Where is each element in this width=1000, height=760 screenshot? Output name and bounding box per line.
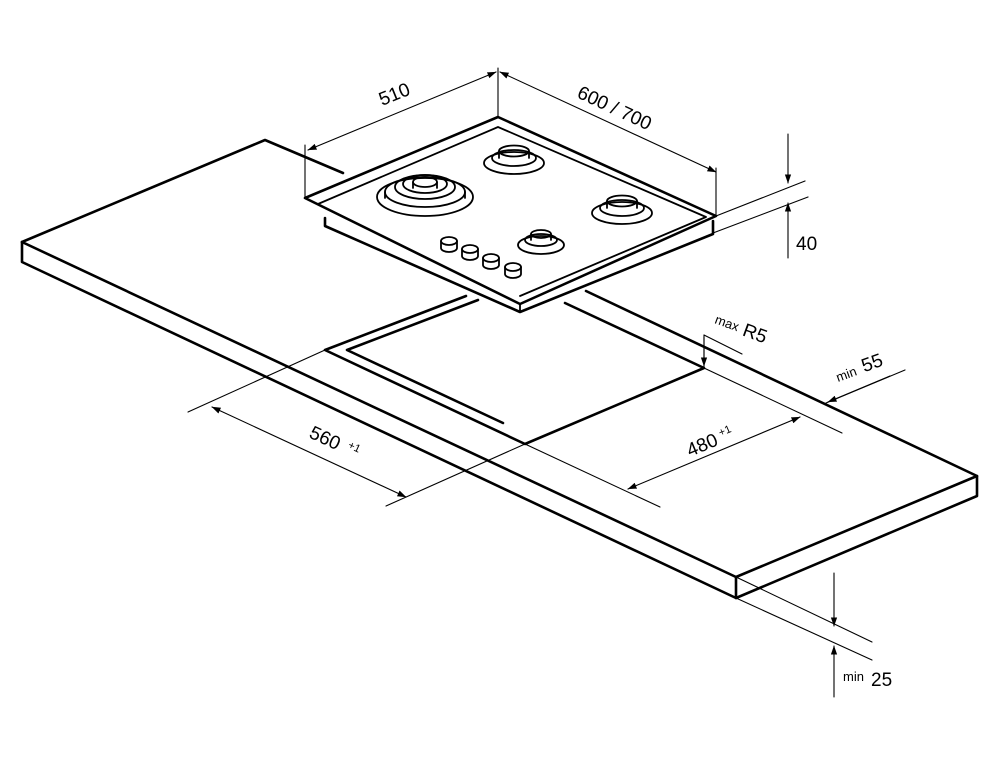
label-min-wall: min: [843, 669, 864, 684]
label-480-value: 480: [684, 430, 721, 462]
front-burner-icon: [517, 229, 565, 255]
label-480-tol: +1: [717, 423, 733, 439]
knob-1-icon: [440, 236, 458, 253]
control-knob-icons: [440, 236, 522, 279]
cutout-outline: [323, 294, 706, 446]
label-min: min: [834, 364, 859, 385]
label-max: max: [713, 312, 742, 335]
knob-2-icon: [461, 244, 479, 261]
label-510: 510: [376, 79, 413, 110]
label-min-25: min 25: [843, 669, 892, 691]
label-40: 40: [796, 234, 817, 255]
wok-burner-icon: [376, 174, 474, 217]
label-55: 55: [859, 350, 886, 377]
cutout: [323, 294, 706, 446]
label-600-700: 600 / 700: [574, 82, 655, 135]
knob-4-icon: [504, 262, 522, 279]
label-25: 25: [871, 670, 892, 691]
label-480: 480 +1: [684, 423, 733, 462]
dimension-lines: [187, 67, 906, 698]
knob-3-icon: [482, 253, 500, 270]
label-560: 560 +1: [306, 422, 362, 455]
cutout-inner-edge: [345, 298, 505, 425]
label-max-r5: max R5: [713, 312, 770, 348]
right-burner-icon: [591, 194, 653, 225]
label-r5: R5: [740, 320, 770, 348]
label-560-tol: +1: [346, 439, 362, 455]
hob: [303, 115, 718, 314]
label-560-value: 560: [306, 422, 344, 454]
